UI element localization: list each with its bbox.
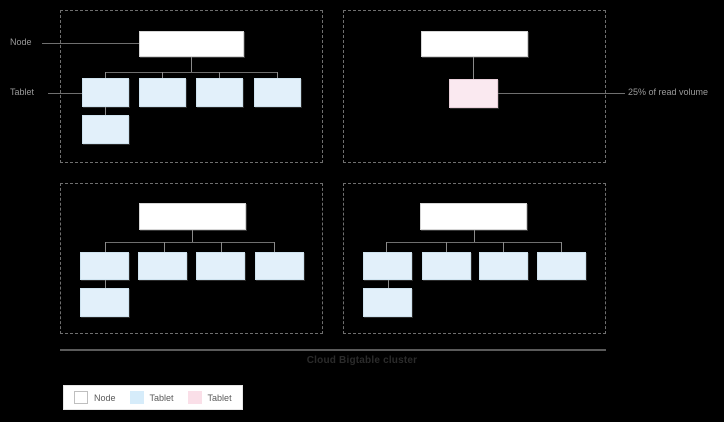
tablet-box-1-2[interactable] (139, 78, 186, 107)
node-box-3[interactable] (139, 203, 246, 230)
node-box-2[interactable] (421, 31, 528, 57)
connector-node1-drop-4 (277, 72, 278, 78)
connector-node1-drop-2 (162, 72, 163, 78)
tablet-box-4-3[interactable] (479, 252, 528, 280)
tablet-box-3-3[interactable] (196, 252, 245, 280)
node-swatch-icon (74, 391, 88, 404)
connector-node1-drop-3 (219, 72, 220, 78)
hot-tablet-swatch-icon (187, 391, 202, 404)
tablet-box-4-4[interactable] (537, 252, 586, 280)
connector-node3-drop-2 (164, 242, 165, 252)
legend-item-tablet: Tablet (129, 391, 174, 404)
connector-node3-drop-1 (105, 242, 106, 252)
legend-label-node: Node (94, 392, 116, 403)
connector-node4-stem (474, 230, 475, 242)
legend-item-node: Node (74, 391, 116, 404)
connector-node1-drop-1 (105, 72, 106, 78)
cluster-caption: Cloud Bigtable cluster (306, 355, 418, 366)
connector-node4-drop-2 (446, 242, 447, 252)
connector-node4-drop-4 (561, 242, 562, 252)
connector-node3-bus (105, 242, 274, 243)
node-group-2 (343, 10, 606, 163)
legend-item-hot-tablet: Tablet (187, 391, 232, 404)
tablet-box-3-1[interactable] (80, 252, 129, 280)
connector-node4-stack (388, 280, 389, 288)
connector-node1-bus (105, 72, 277, 73)
hot-tablet-box-2-1[interactable] (449, 79, 498, 108)
connector-node3-drop-4 (274, 242, 275, 252)
tablet-box-3-2[interactable] (138, 252, 187, 280)
connector-node2-stem (473, 57, 474, 79)
legend-label-hot-tablet: Tablet (207, 392, 232, 403)
node-leader-line (42, 43, 139, 44)
tablet-box-4-2[interactable] (422, 252, 471, 280)
connector-node1-stack (105, 107, 106, 115)
tablet-box-1-4[interactable] (254, 78, 301, 107)
tablet-swatch-icon (129, 391, 144, 404)
node-group-1 (60, 10, 323, 163)
tablet-box-1-1[interactable] (82, 78, 129, 107)
tablet-box-1-3[interactable] (196, 78, 243, 107)
node-group-3 (60, 183, 323, 334)
legend: Node Tablet Tablet (63, 385, 243, 410)
connector-node4-drop-1 (386, 242, 387, 252)
connector-node3-stack (105, 280, 106, 288)
connector-node1-stem (191, 57, 192, 72)
hot-tablet-callout-label: 25% of read volume (628, 87, 709, 97)
connector-node4-drop-3 (503, 242, 504, 252)
connector-node3-stem (192, 230, 193, 242)
tablet-box-4-5[interactable] (363, 288, 412, 317)
cluster-rule (60, 349, 606, 351)
connector-node4-bus (386, 242, 561, 243)
tablet-box-4-1[interactable] (363, 252, 412, 280)
hot-tablet-leader-line (498, 93, 625, 94)
node-group-4 (343, 183, 606, 334)
node-box-4[interactable] (420, 203, 527, 230)
tablet-box-3-4[interactable] (255, 252, 304, 280)
legend-label-tablet: Tablet (149, 392, 174, 403)
tablet-box-3-5[interactable] (80, 288, 129, 317)
tablet-leader-line (48, 93, 82, 94)
tablet-box-1-5[interactable] (82, 115, 129, 144)
connector-node3-drop-3 (221, 242, 222, 252)
side-label-node: Node (10, 37, 32, 47)
node-box-1[interactable] (139, 31, 244, 57)
side-label-tablet: Tablet (10, 87, 35, 97)
